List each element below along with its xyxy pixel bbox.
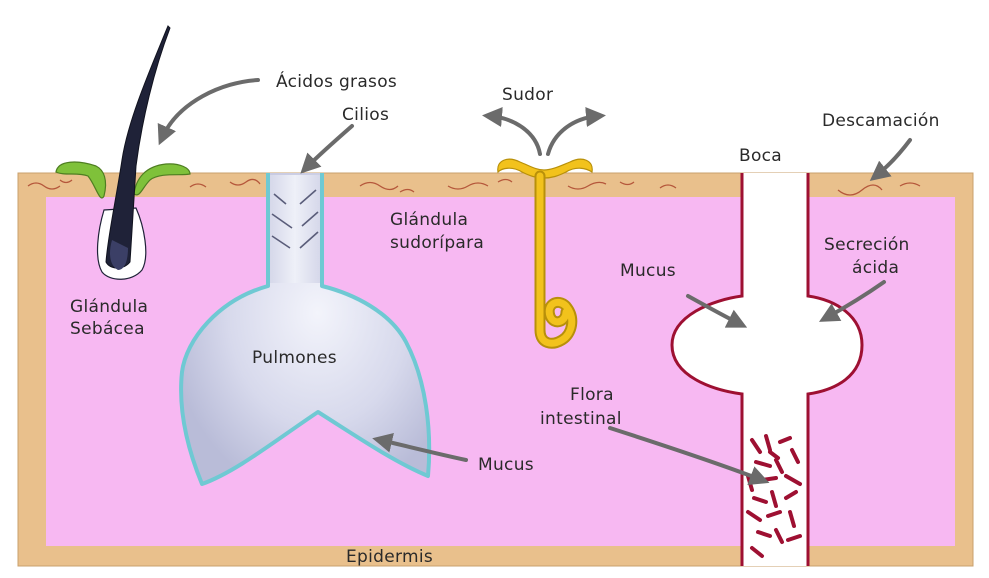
label-cilios: Cilios — [342, 105, 389, 125]
label-mucus-mouth: Mucus — [620, 261, 676, 281]
label-mucus-lungs: Mucus — [478, 455, 534, 475]
label-acidos-grasos: Ácidos grasos — [276, 70, 397, 92]
label-flora-2: intestinal — [540, 409, 622, 429]
label-secrecion-1: Secreción — [824, 235, 910, 255]
label-secrecion-2: ácida — [852, 258, 899, 278]
label-flora-1: Flora — [570, 385, 614, 405]
arrow-desquamation — [876, 140, 910, 176]
label-epidermis: Epidermis — [346, 547, 433, 567]
trachea — [270, 175, 320, 283]
arrow-sweat-left — [490, 116, 540, 154]
label-boca: Boca — [739, 146, 782, 166]
label-pulmones: Pulmones — [252, 348, 337, 368]
arrow-sweat-right — [548, 116, 598, 154]
label-glandula-sebacea-1: Glándula — [70, 297, 148, 317]
label-sudor: Sudor — [502, 85, 553, 105]
label-descamacion: Descamación — [822, 111, 940, 131]
label-glandula-sudoripara-1: Glándula — [390, 210, 468, 230]
arrow-cilia — [306, 126, 352, 168]
arrow-fatty-acids — [162, 80, 258, 138]
label-glandula-sebacea-2: Sebácea — [70, 319, 145, 339]
label-glandula-sudoripara-2: sudorípara — [390, 233, 484, 253]
